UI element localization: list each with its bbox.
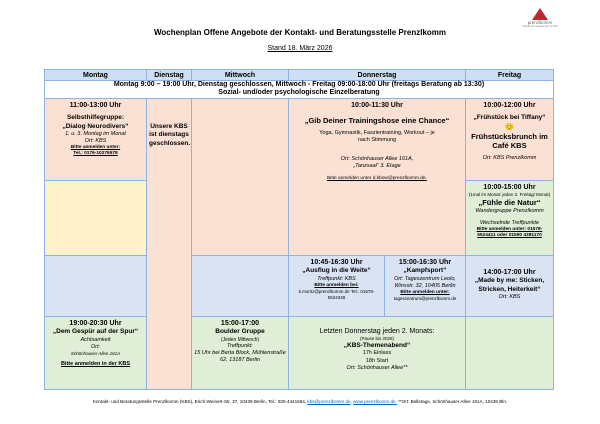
montag-gespuer: 19:00-20:30 Uhr „Dem Gespür auf der Spur… xyxy=(44,316,147,390)
logo: prenzlkomm Soziale Dienstleistungen GmbH xyxy=(515,8,565,28)
donnerstag-kampfsport: 15:00-16:30 Uhr „Kampfsport“ Ort: Tagesz… xyxy=(384,255,466,317)
stand-date: Stand 18. März 2026 xyxy=(267,45,333,52)
footer: Kontakt- und Beratungsstelle Prenzlkomm … xyxy=(92,399,508,404)
donnerstag-themenabend: Letzten Donnerstag jeden 2. Monats: (Pau… xyxy=(288,316,466,390)
montag-empty xyxy=(44,180,147,256)
smiley-icon: 😊 xyxy=(505,123,514,131)
freitag-fruehstueck: 10:00-12:00 Uhr „Frühstück bei Tiffany“ … xyxy=(465,98,554,181)
freitag-fuehle-die-natur: 10:00-15:00 Uhr (1mal im Monat: jeden 2.… xyxy=(465,180,554,256)
opening-hours: Montag 9:00 – 19:00 Uhr, Dienstag geschl… xyxy=(44,80,554,99)
montag-row2-empty xyxy=(44,255,147,317)
opening-hours-line: Montag 9:00 – 19:00 Uhr, Dienstag geschl… xyxy=(113,81,485,88)
mittwoch-empty xyxy=(191,98,289,256)
mittwoch-boulder: 15:00-17:00 Boulder Gruppe (Jeden Mittwo… xyxy=(191,316,289,390)
montag-dialog-neurodivers: 11:00-13:00 Uhr Selbsthilfegruppe: „Dial… xyxy=(44,98,147,181)
footer-web-link[interactable]: www.prenzlkomm.de. xyxy=(353,399,397,404)
donnerstag-ausflug: 10:45-16:30 Uhr „Ausflug in die Weite“ T… xyxy=(288,255,385,317)
freitag-row3-empty xyxy=(465,316,554,390)
freitag-made-by-me: 14:00-17:00 Uhr „Made by me: Sticken, St… xyxy=(465,255,554,317)
donnerstag-trainingshose: 10:00-11:30 Uhr „Gib Deiner Trainingshos… xyxy=(288,98,466,256)
consultation-line: Sozial- und/oder psychologische Einzelbe… xyxy=(218,89,380,97)
email-link[interactable]: Bitte anmelden unter d.kbow@prenzlkomm.d… xyxy=(327,176,427,182)
mittwoch-row2-empty xyxy=(191,255,289,317)
footer-email-link[interactable]: kbs@prenzlkomm.de xyxy=(307,399,351,404)
logo-triangle-icon xyxy=(532,8,548,20)
dienstag-closed: Unsere KBS ist dienstags geschlossen. xyxy=(146,98,192,390)
page-title: Wochenplan Offene Angebote der Kontakt- … xyxy=(153,28,447,37)
